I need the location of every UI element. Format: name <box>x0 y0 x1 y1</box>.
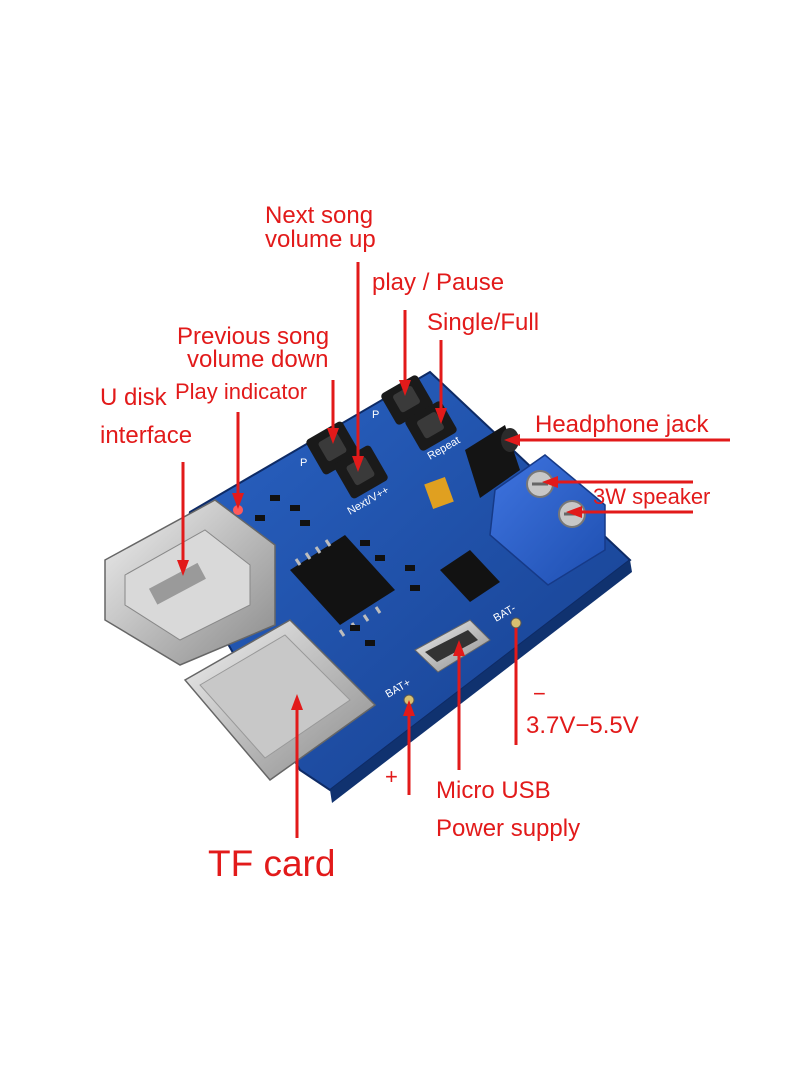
tactile-buttons <box>306 375 457 499</box>
micro-usb-port <box>414 619 491 673</box>
bat-minus-pad <box>510 617 522 629</box>
amplifier-ic <box>440 550 500 602</box>
arrow-tf-card <box>291 694 303 710</box>
button-next <box>334 445 388 499</box>
arrow-headphone <box>504 434 520 446</box>
label-volume-up: volume up <box>265 226 376 253</box>
usb-a-port <box>104 499 276 666</box>
label-headphone-jack: Headphone jack <box>535 411 709 438</box>
label-plus: + <box>385 764 398 789</box>
arrow-speaker-2 <box>566 506 582 518</box>
tf-card-slot <box>183 619 377 782</box>
label-play-pause: play / Pause <box>372 269 505 296</box>
label-play-indicator: Play indicator <box>175 379 308 404</box>
label-voltage: 3.7V−5.5V <box>526 712 639 739</box>
label-tf-card: TF card <box>208 843 336 884</box>
silk-p-left: P <box>300 457 307 469</box>
arrow-bat-plus <box>403 700 415 716</box>
arrow-next-song <box>352 456 364 472</box>
label-u-disk: U disk <box>100 384 167 411</box>
label-volume-down: volume down <box>187 346 329 373</box>
label-3w-speaker: 3W speaker <box>593 484 711 509</box>
arrow-u-disk <box>177 560 189 576</box>
silk-p-top: P <box>372 409 379 421</box>
arrow-single-full <box>435 408 447 424</box>
play-led <box>233 505 243 515</box>
arrow-play-pause <box>399 380 411 396</box>
leader-arrowheads <box>177 380 582 716</box>
label-power-supply: Power supply <box>436 815 581 842</box>
label-interface: interface <box>100 422 193 449</box>
label-previous-song: Previous song <box>177 323 330 350</box>
label-minus: − <box>533 681 546 706</box>
label-micro-usb: Micro USB <box>436 777 551 804</box>
leader-lines <box>181 262 730 838</box>
arrow-play-indicator <box>232 493 244 509</box>
arrow-previous-song <box>327 428 339 444</box>
smd-components <box>255 495 420 646</box>
label-next-song: Next song <box>265 202 374 229</box>
arrow-micro-usb <box>453 640 465 656</box>
label-single-full: Single/Full <box>427 309 540 336</box>
arrow-speaker-1 <box>542 476 558 488</box>
